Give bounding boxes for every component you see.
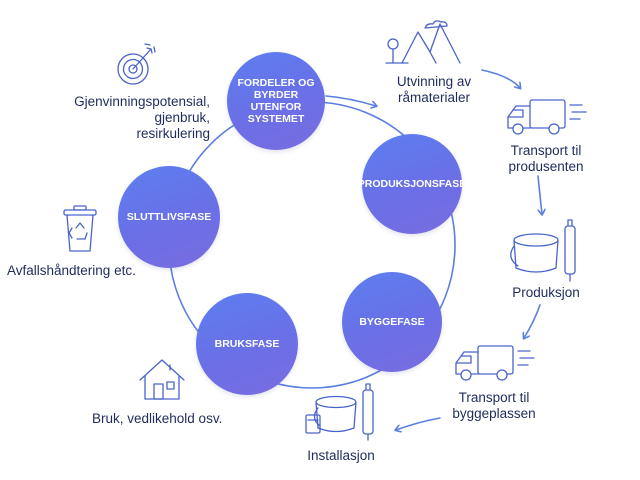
- phase-sluttliv: SLUTTLIVSFASE: [118, 166, 220, 268]
- truck-icon-1: [507, 99, 587, 135]
- phase-produksjon: PRODUKSJONSFASE: [358, 134, 466, 234]
- label-avfall: Avfallshåndtering etc.: [7, 263, 136, 278]
- phase-fordeler: FORDELER OG BYRDER UTENFOR SYSTEMET: [227, 52, 325, 150]
- label-installasjon: Installasjon: [307, 448, 375, 463]
- label-utvinning: Utvinning av råmaterialer: [396, 74, 472, 105]
- arrow-transport-installasjon: [396, 417, 441, 430]
- arrow-utvinning-transport: [481, 69, 520, 88]
- phase-bygge: BYGGEFASE: [342, 272, 442, 372]
- paint-bucket-icon: [510, 219, 576, 282]
- mountains-icon: [385, 20, 461, 64]
- phase-bruk: BRUKSFASE: [196, 293, 298, 395]
- label-transport-bygg: Transport til byggeplassen: [452, 390, 536, 421]
- paint-tools-icon: [305, 383, 374, 441]
- arrow-transport-produksjon: [537, 175, 542, 214]
- recycle-bin-icon: [63, 205, 97, 252]
- label-bruk: Bruk, vedlikehold osv.: [92, 411, 223, 426]
- label-produksjon: Produksjon: [512, 285, 580, 300]
- target-icon: [117, 43, 156, 85]
- cycle-arrow: [325, 95, 376, 106]
- label-gjenvinning: Gjenvinningspotensial, gjenbruk, resirku…: [74, 94, 210, 141]
- truck-icon-2: [455, 345, 535, 381]
- label-transport-produsent: Transport til produsenten: [508, 143, 584, 174]
- house-icon: [139, 359, 185, 400]
- arrow-produksjon-transport: [524, 304, 541, 338]
